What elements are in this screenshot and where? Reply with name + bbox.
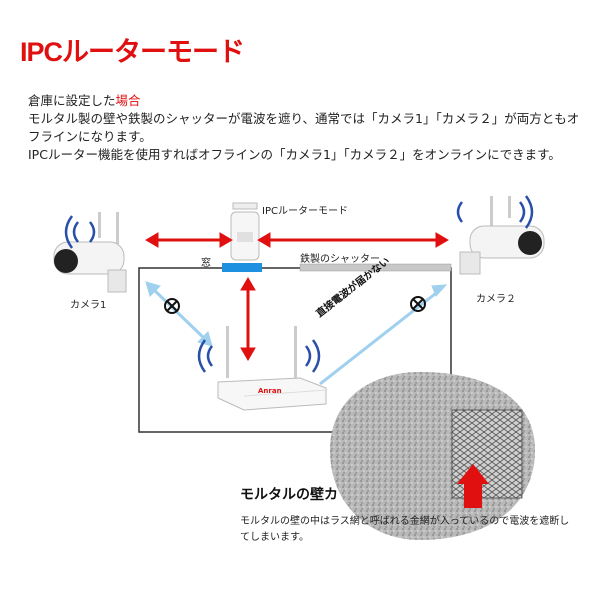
wifi-signal-icon — [197, 339, 321, 373]
ipc-router-label: IPCルーターモード — [262, 206, 348, 217]
wall-description: モルタルの壁の中はラス網と呼ばれる金網が入っているので電波を遮断してしまいます。 — [240, 516, 570, 543]
double-arrow-icon — [145, 232, 233, 248]
router-icon — [230, 202, 260, 261]
window-bar — [222, 263, 262, 272]
lath-mesh-image — [451, 409, 523, 499]
window-label: 窓 — [201, 258, 211, 269]
description-line2: モルタル製の壁や鉄製のシャッターが電波を遮り、通常では「カメラ1」「カメラ２」が… — [28, 111, 580, 144]
wifi-signal-icon — [456, 195, 534, 229]
blocked-x-icon — [410, 296, 426, 312]
nvr-icon — [217, 326, 327, 411]
camera2-icon — [459, 196, 545, 275]
camera1-label: カメラ1 — [70, 300, 107, 311]
wall-title: モルタルの壁カ — [240, 487, 338, 503]
description: 倉庫に設定した場合 モルタル製の壁や鉄製のシャッターが電波を遮り、通常では「カメ… — [28, 92, 588, 164]
double-arrow-icon — [257, 232, 449, 248]
double-arrow-icon — [240, 277, 256, 361]
description-line1: 倉庫に設定した場合 — [28, 92, 588, 110]
red-up-arrow — [457, 464, 489, 508]
description-highlight: 場合 — [115, 93, 141, 108]
camera2-label: カメラ２ — [476, 294, 516, 305]
camera1-icon — [53, 212, 127, 293]
blocked-x-icon — [164, 298, 180, 314]
blocked-arrow-left — [145, 281, 213, 347]
description-line1-text: 倉庫に設定した — [28, 93, 116, 108]
steel-shutter-bar — [299, 263, 452, 272]
nvr-brand-label: Anran — [258, 387, 282, 395]
description-line3: IPCルーター機能を使用すればオフラインの「カメラ1」「カメラ２」をオンラインに… — [28, 147, 561, 162]
steel-shutter-label: 鉄製のシャッター — [300, 254, 380, 265]
page-title: IPCルーターモード — [20, 37, 245, 67]
building-outline — [138, 267, 452, 433]
wifi-signal-icon — [64, 215, 96, 249]
